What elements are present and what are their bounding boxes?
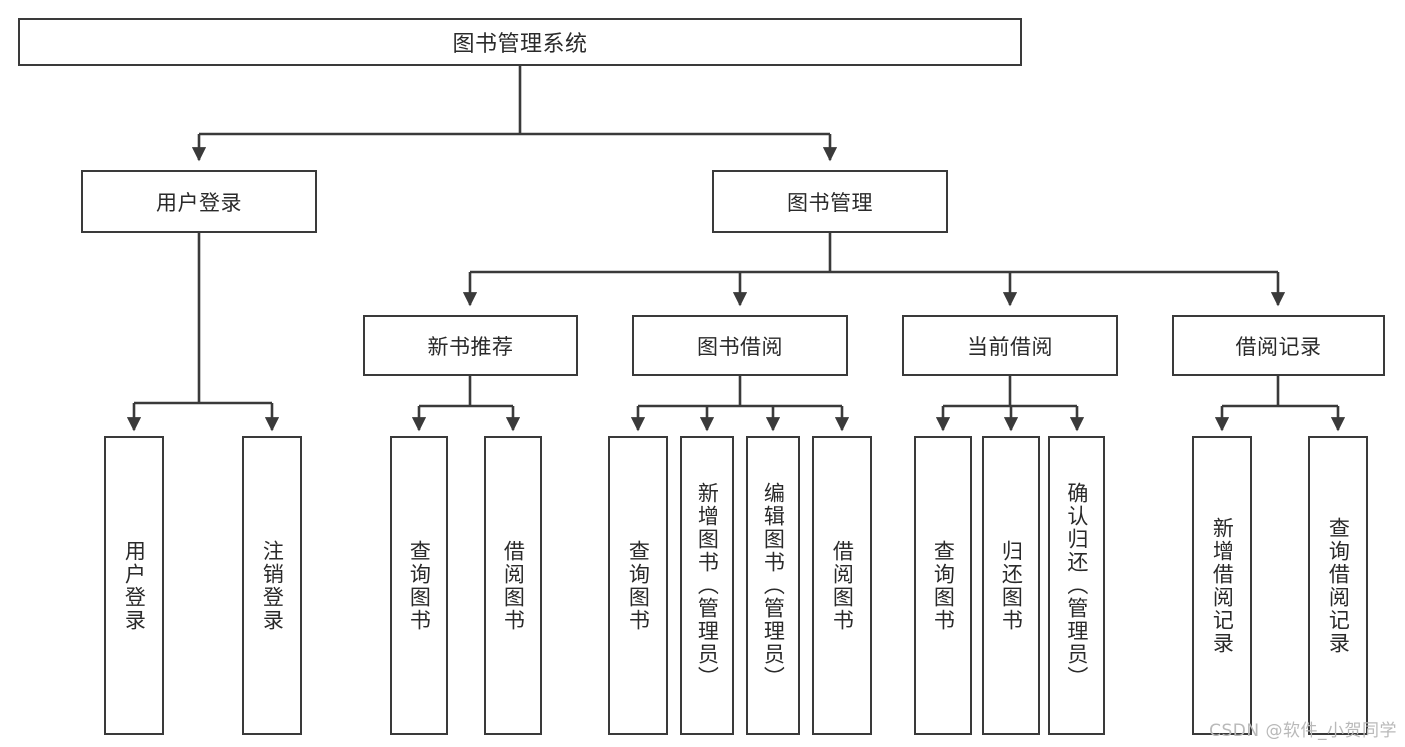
leaf-label: 注销登录 — [260, 539, 285, 632]
node-new-book-recommend-label: 新书推荐 — [427, 334, 514, 359]
leaf-label: 归还图书 — [999, 539, 1024, 632]
leaf-label: 查询图书 — [931, 539, 956, 632]
leaf-label: 查询图书 — [626, 539, 651, 632]
node-root-label: 图书管理系统 — [452, 32, 588, 57]
leaf-borrow-record-query[interactable]: 查询借阅记录 — [1308, 436, 1368, 735]
leaf-book-borrow-add[interactable]: 新增图书（管理员） — [680, 436, 734, 735]
leaf-current-borrow-confirm[interactable]: 确认归还（管理员） — [1048, 436, 1105, 735]
leaf-label: 新增图书（管理员） — [695, 482, 720, 689]
node-root[interactable]: 图书管理系统 — [18, 18, 1022, 66]
leaf-label: 借阅图书 — [830, 539, 855, 632]
node-book-borrow[interactable]: 图书借阅 — [632, 315, 848, 376]
leaf-label: 用户登录 — [122, 539, 147, 632]
leaf-label: 查询图书 — [407, 539, 432, 632]
node-borrow-record-label: 借阅记录 — [1235, 334, 1322, 359]
leaf-new-book-query[interactable]: 查询图书 — [390, 436, 448, 735]
leaf-book-borrow-query[interactable]: 查询图书 — [608, 436, 668, 735]
leaf-book-borrow-edit[interactable]: 编辑图书（管理员） — [746, 436, 800, 735]
leaf-label: 查询借阅记录 — [1326, 516, 1351, 655]
node-borrow-record[interactable]: 借阅记录 — [1172, 315, 1385, 376]
node-book-management[interactable]: 图书管理 — [712, 170, 948, 233]
leaf-new-book-borrow[interactable]: 借阅图书 — [484, 436, 542, 735]
leaf-borrow-record-add[interactable]: 新增借阅记录 — [1192, 436, 1252, 735]
leaf-label: 编辑图书（管理员） — [761, 482, 786, 689]
leaf-user-login-logout[interactable]: 注销登录 — [242, 436, 302, 735]
node-current-borrow-label: 当前借阅 — [967, 334, 1053, 359]
leaf-current-borrow-return[interactable]: 归还图书 — [982, 436, 1040, 735]
node-book-borrow-label: 图书借阅 — [697, 334, 783, 359]
leaf-label: 新增借阅记录 — [1210, 516, 1235, 655]
leaf-label: 确认归还（管理员） — [1064, 482, 1089, 689]
leaf-book-borrow-borrow[interactable]: 借阅图书 — [812, 436, 872, 735]
node-book-management-label: 图书管理 — [787, 190, 873, 215]
leaf-current-borrow-query[interactable]: 查询图书 — [914, 436, 972, 735]
watermark: CSDN @软件_小贺同学 — [1209, 721, 1397, 741]
node-new-book-recommend[interactable]: 新书推荐 — [363, 315, 578, 376]
leaf-label: 借阅图书 — [501, 539, 526, 632]
node-user-login-label: 用户登录 — [156, 190, 242, 215]
node-current-borrow[interactable]: 当前借阅 — [902, 315, 1118, 376]
node-user-login[interactable]: 用户登录 — [81, 170, 317, 233]
leaf-user-login-login[interactable]: 用户登录 — [104, 436, 164, 735]
